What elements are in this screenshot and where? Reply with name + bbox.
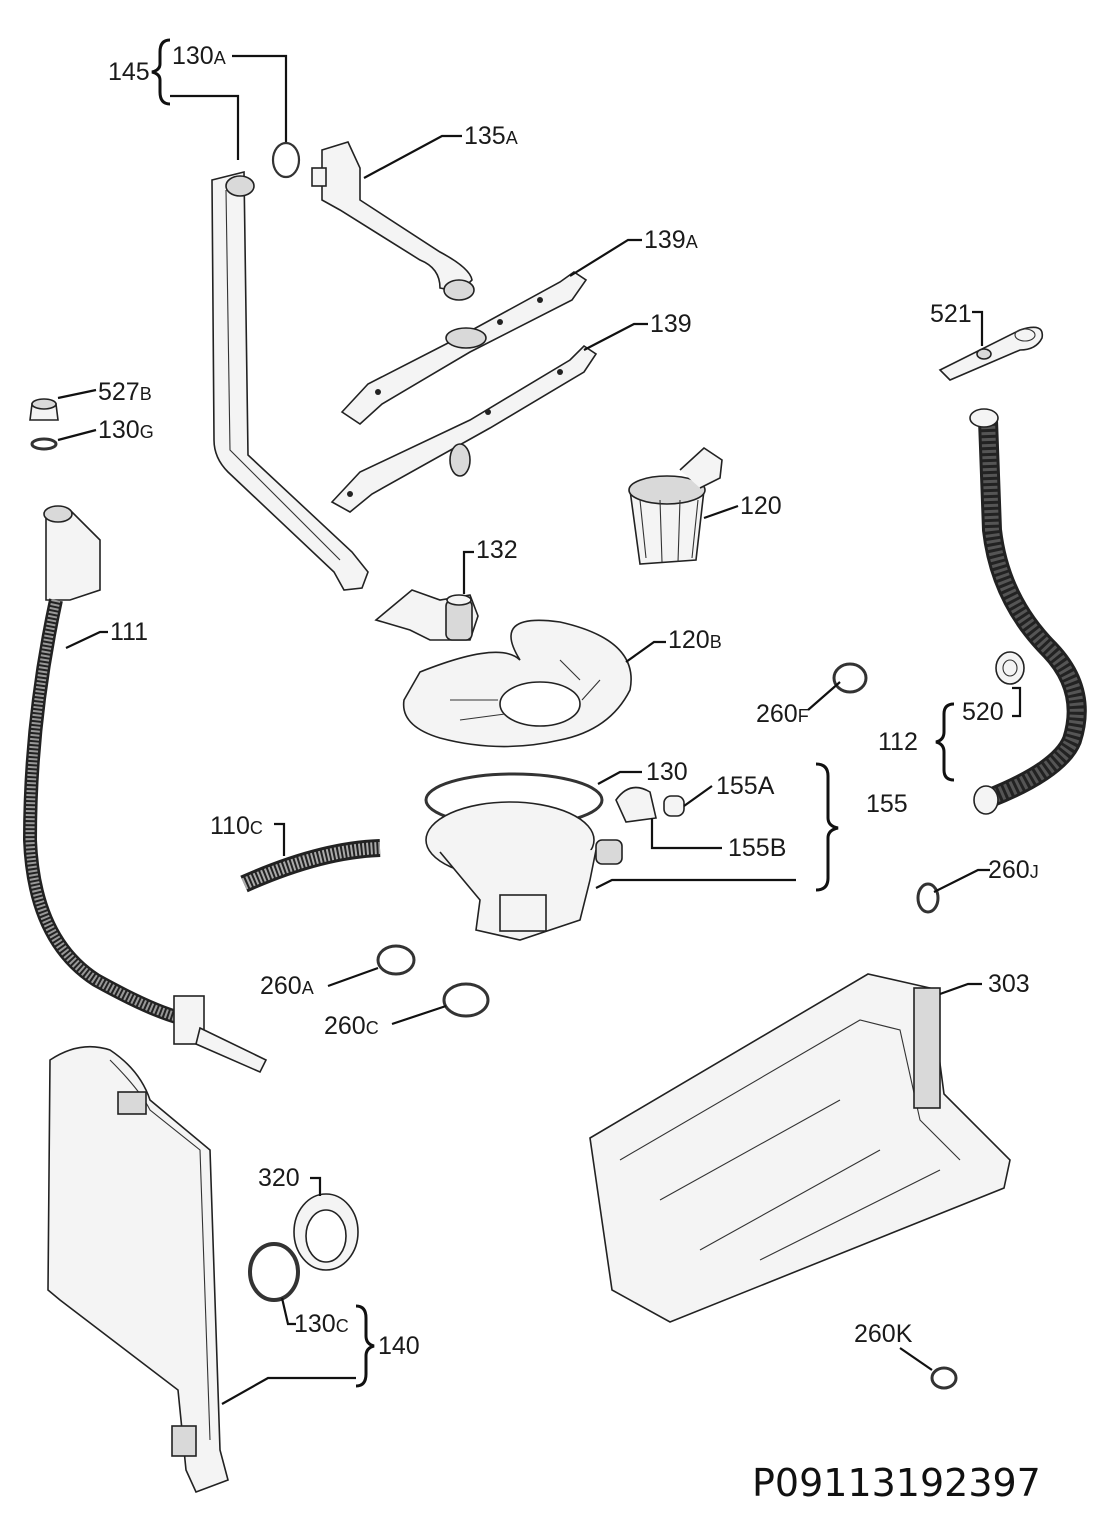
label-139a: 139A (644, 226, 698, 254)
label-140: 140 (378, 1332, 420, 1360)
label-303: 303 (988, 970, 1030, 998)
label-130a: 130A (172, 42, 226, 70)
feed-pipe-part-135a (311, 141, 475, 301)
reference-code: P09113192397 (752, 1461, 1041, 1505)
drain-hose-part-112 (969, 408, 1087, 815)
label-120b: 120B (668, 626, 722, 654)
clamp-part-260k (930, 1366, 958, 1390)
label-130g: 130G (98, 416, 154, 444)
clamp-part-260f (832, 662, 868, 694)
clamp-part-260c (442, 982, 490, 1018)
label-130c: 130C (294, 1310, 349, 1338)
filter-plate-part-120b (402, 619, 632, 748)
lower-spray-arm-part-139 (330, 344, 598, 513)
label-521: 521 (930, 300, 972, 328)
label-260f: 260F (756, 700, 809, 728)
part-155a (663, 795, 685, 817)
plug-part-527b (29, 398, 59, 421)
label-260c: 260C (324, 1012, 379, 1040)
label-260k: 260K (854, 1320, 913, 1348)
label-320: 320 (258, 1164, 300, 1192)
o-ring-part-130a (271, 141, 301, 179)
label-135a: 135A (464, 122, 518, 150)
leader-lines (57, 38, 1022, 1405)
label-132: 132 (476, 536, 518, 564)
label-120: 120 (740, 492, 782, 520)
seal-part-320 (293, 1193, 359, 1271)
label-155a: 155A (716, 772, 775, 800)
label-130: 130 (646, 758, 688, 786)
spray-pipe-part-145 (211, 170, 369, 591)
washer-part-130g (30, 437, 58, 451)
clamp-part-520 (995, 651, 1025, 685)
hose-part-110c (240, 839, 381, 893)
label-112: 112 (878, 728, 918, 756)
label-110c: 110C (210, 812, 263, 840)
part-132 (374, 589, 479, 641)
sump-assembly (425, 801, 623, 941)
inlet-hose-part-111 (22, 505, 268, 1074)
label-260a: 260A (260, 972, 314, 1000)
callout-labels: 145 130A 135A 139A 139 521 527B 130G 120… (98, 42, 1039, 1360)
label-155: 155 (866, 790, 908, 818)
part-155b (615, 786, 657, 823)
label-527b: 527B (98, 378, 152, 406)
upper-spray-arm-part-139a (340, 271, 588, 426)
label-139: 139 (650, 310, 692, 338)
ring-part-130c (248, 1242, 300, 1302)
label-111: 111 (110, 618, 148, 646)
base-frame-part-303 (589, 973, 1011, 1323)
label-155b: 155B (728, 834, 786, 862)
panel-part-140 (47, 1045, 229, 1494)
filter-part-120 (628, 446, 723, 565)
clamp-part-260a (376, 944, 416, 976)
label-145: 145 (108, 58, 150, 86)
part-521 (938, 326, 1044, 381)
label-260j: 260J (988, 856, 1039, 884)
clamp-part-260j (916, 882, 940, 914)
label-520: 520 (962, 698, 1004, 726)
